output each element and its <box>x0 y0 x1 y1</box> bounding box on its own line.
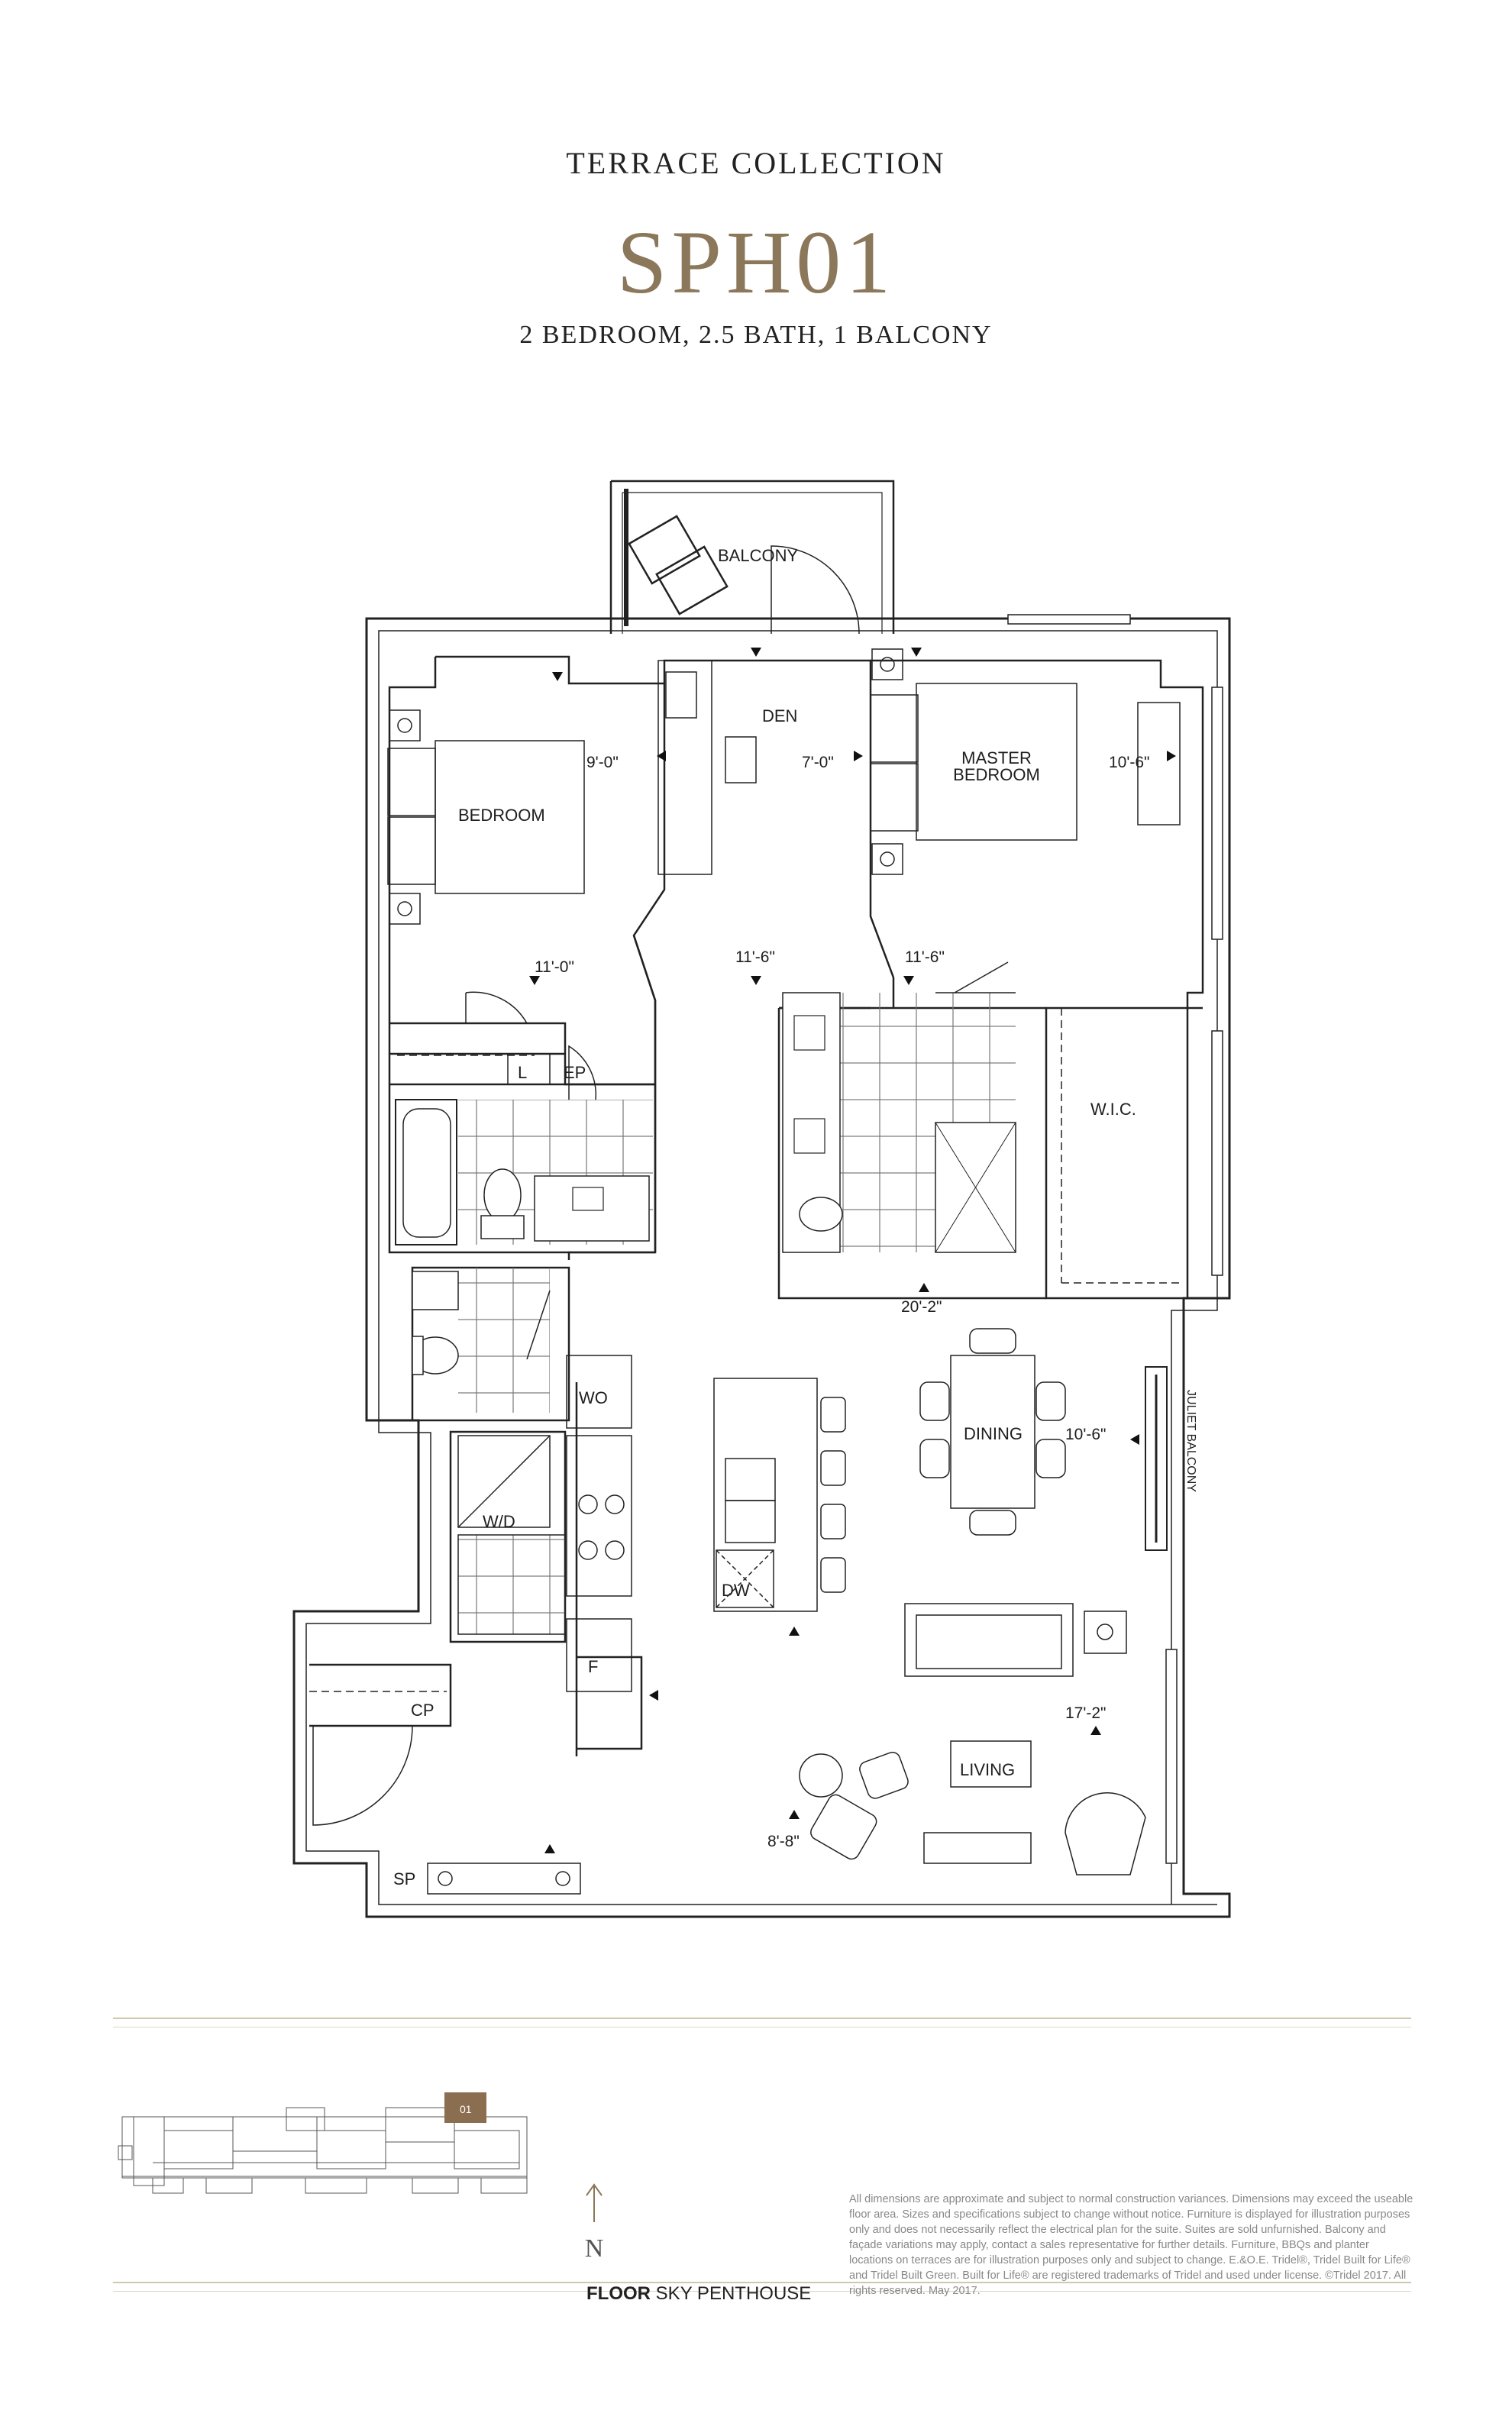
juliet-balcony-label: JULIET BALCONY <box>1184 1390 1197 1492</box>
den-label: DEN <box>762 706 797 725</box>
key-plan-unit-highlight <box>444 2092 486 2123</box>
dim-den-l: 11'-6" <box>735 948 775 966</box>
dimension-arrows <box>529 648 1176 1853</box>
dim-master-w: 10'-6" <box>1109 754 1150 771</box>
top-divider <box>113 2018 1411 2019</box>
wo-label: WO <box>579 1388 608 1407</box>
den-desk <box>657 660 757 875</box>
north-arrow-icon: N <box>585 2183 604 2263</box>
dining-label: DINING <box>964 1424 1023 1443</box>
kitchen-counter <box>566 1355 632 1692</box>
master-bed <box>870 648 1181 875</box>
dw-label: DW <box>722 1581 750 1600</box>
fridge-label: F <box>588 1657 598 1676</box>
laundry-closet <box>457 1435 566 1635</box>
bedroom-closet <box>397 991 551 1085</box>
storage-planters <box>427 1863 581 1895</box>
master-label-1: MASTER <box>961 748 1032 767</box>
dim-master-l: 11'-6" <box>905 948 945 966</box>
suite-subtitle: 2 BEDROOM, 2.5 BATH, 1 BALCONY <box>519 321 993 349</box>
dim-living-l: 8'-8" <box>767 1833 800 1850</box>
windows <box>1007 614 1223 1864</box>
master-label-2: BEDROOM <box>953 765 1040 784</box>
dim-dining-w: 10'-6" <box>1065 1426 1107 1443</box>
ep-label: EP <box>564 1063 586 1082</box>
dim-living-w: 17'-2" <box>1065 1704 1107 1722</box>
powder-room <box>412 1268 551 1413</box>
disclaimer: All dimensions are approximate and subje… <box>849 2193 1413 2297</box>
cp-label: CP <box>411 1701 435 1720</box>
dining-table <box>919 1328 1066 1536</box>
floor-label: FLOOR SKY PENTHOUSE <box>586 2283 811 2305</box>
linen-label: L <box>518 1063 527 1082</box>
bottom-divider <box>113 2282 1411 2283</box>
wd-label: W/D <box>483 1512 515 1531</box>
key-plan <box>118 2107 528 2194</box>
dim-bedroom-w: 9'-0" <box>586 754 619 771</box>
balcony-label: BALCONY <box>718 546 798 565</box>
bottom-divider-2 <box>113 2291 1411 2292</box>
sp-label: SP <box>393 1869 415 1888</box>
bedroom-label: BEDROOM <box>458 806 545 825</box>
bedroom-bathroom <box>395 1045 653 1245</box>
collection-title: TERRACE COLLECTION <box>566 146 946 180</box>
living-label: LIVING <box>960 1760 1015 1779</box>
coat-closet <box>309 1691 447 1826</box>
dim-bedroom-l: 11'-0" <box>535 958 574 976</box>
juliet-balcony <box>1145 1366 1168 1551</box>
walk-in-closet <box>1061 1008 1184 1284</box>
balcony <box>609 480 895 635</box>
kitchen-island <box>713 1378 846 1612</box>
exterior-walls <box>292 617 1231 1918</box>
wic-label: W.I.C. <box>1090 1100 1136 1119</box>
key-plan-unit-label: 01 <box>460 2103 472 2115</box>
dim-dining-l: 20'-2" <box>901 1298 942 1316</box>
north-label: N <box>585 2234 604 2263</box>
dimension-labels: 9'-0" 7'-0" 10'-6" 11'-0" 11'-6" 11'-6" … <box>535 754 1150 1850</box>
bedroom-bed <box>387 709 585 925</box>
suite-title: SPH01 <box>616 212 896 312</box>
ensuite <box>782 961 1016 1253</box>
dim-den-w: 7'-0" <box>802 754 834 771</box>
living-furniture <box>799 1603 1146 1875</box>
floor-prefix: FLOOR <box>586 2283 651 2304</box>
floor-name: SKY PENTHOUSE <box>655 2283 812 2304</box>
